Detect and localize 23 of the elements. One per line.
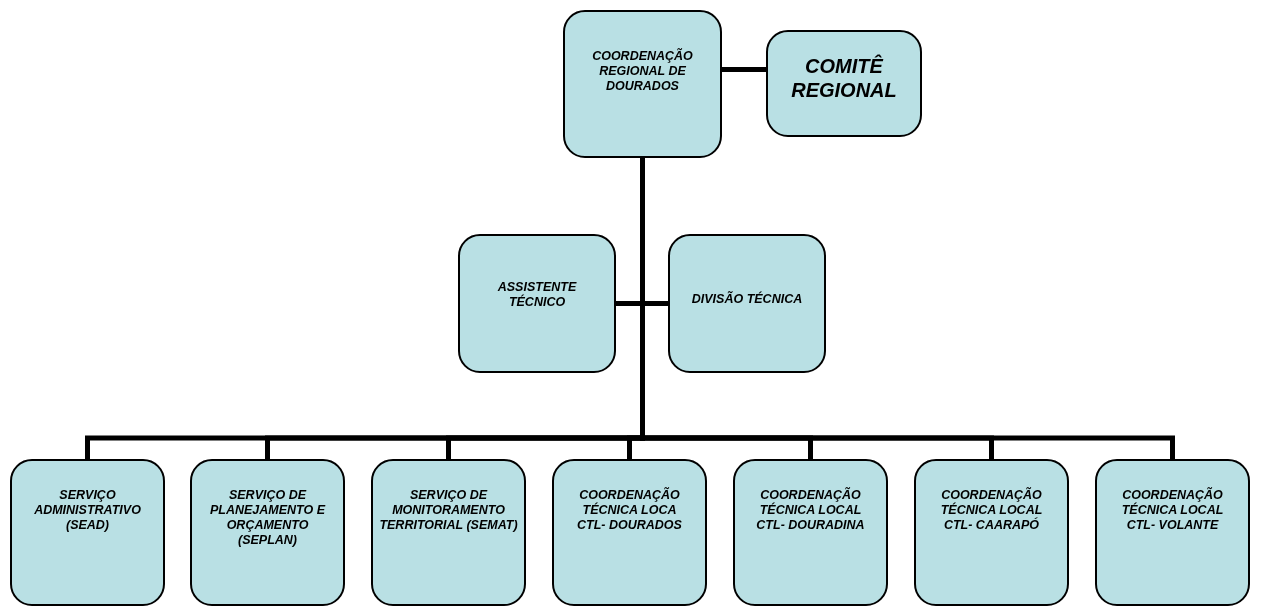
- org-box: [668, 234, 826, 373]
- box-label: SERVIÇO DE PLANEJAMENTO E ORÇAMENTO (SEPLAN): [208, 488, 327, 548]
- box-label: COORDENAÇÃO TÉCNICA LOCAL CTL- VOLANTE: [1120, 488, 1225, 533]
- org-box: [733, 459, 888, 606]
- org-box: [552, 459, 707, 606]
- box-label: COORDENAÇÃO TÉCNICA LOCAL CTL- DOURADINA: [755, 488, 866, 533]
- box-label: ASSISTENTE TÉCNICO: [496, 280, 578, 310]
- org-box: [914, 459, 1069, 606]
- box-label: COORDENAÇÃO REGIONAL DE DOURADOS: [591, 49, 694, 94]
- org-box: [371, 459, 526, 606]
- org-box: [190, 459, 345, 606]
- box-label: SERVIÇO DE MONITORAMENTO TERRITORIAL (SEMAT): [378, 488, 519, 533]
- box-label: COMITÊ REGIONAL: [790, 54, 898, 102]
- connector-line: [722, 67, 766, 73]
- box-label: COORDENAÇÃO TÉCNICA LOCAL CTL- CAARAPÓ: [939, 488, 1044, 533]
- org-box: [563, 10, 722, 158]
- box-label: SERVIÇO ADMINISTRATIVO (SEAD): [33, 488, 142, 533]
- box-label: DIVISÃO TÉCNICA: [690, 292, 804, 307]
- org-box: [458, 234, 616, 373]
- org-box: [10, 459, 165, 606]
- org-box: [766, 30, 922, 137]
- org-box: [1095, 459, 1250, 606]
- box-label: COORDENAÇÃO TÉCNICA LOCA CTL- DOURADOS: [576, 488, 683, 533]
